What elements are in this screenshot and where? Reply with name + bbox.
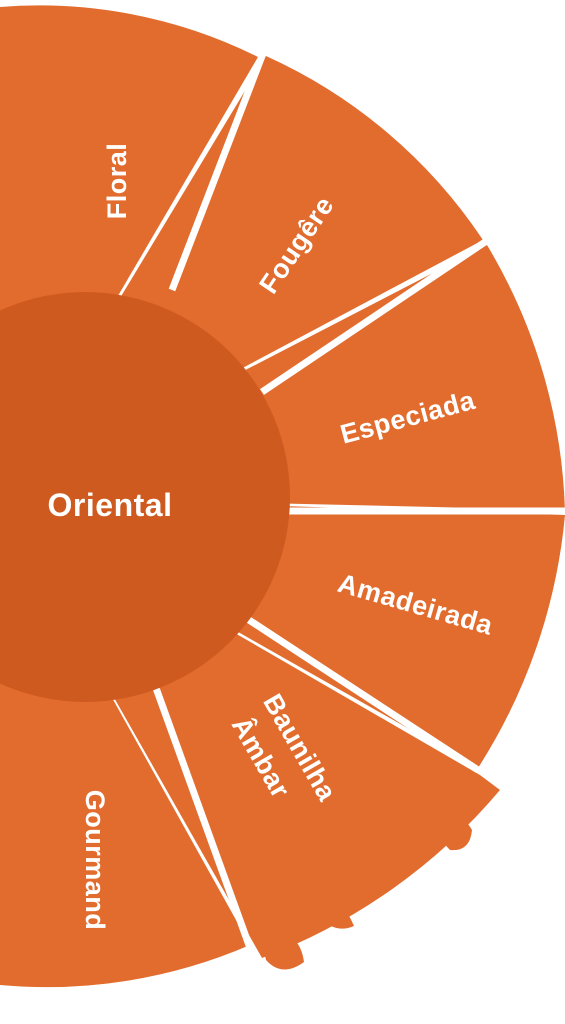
segment-divider: [260, 239, 487, 395]
segment-divider: [244, 615, 480, 773]
center-hub[interactable]: [0, 292, 290, 702]
leaf-decoration: [430, 815, 472, 851]
segment-divider: [168, 54, 266, 292]
leaf-decoration: [315, 882, 354, 929]
segment-divider: [152, 686, 254, 950]
center-label: Oriental: [48, 487, 173, 523]
segment-label-gourmand: Gourmand: [80, 790, 110, 931]
segment-label-floral: Floral: [102, 143, 132, 220]
leaf-decoration: [264, 928, 304, 970]
